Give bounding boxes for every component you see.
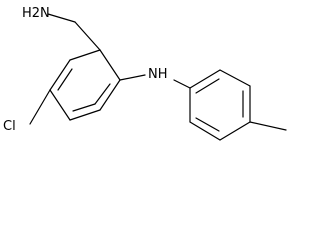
bond-ring1-double-2 — [57, 68, 73, 91]
bond-ring1-c6-c1 — [99, 49, 121, 81]
bond-ch2-nh2 — [47, 13, 76, 23]
bond-ring2-double-3 — [195, 117, 220, 132]
bond-ring2-c2-c3 — [219, 69, 251, 87]
bridge-amine-label: NH — [148, 67, 168, 82]
bond-ring2-methyl — [249, 121, 287, 131]
bond-ring1-c1-c2 — [99, 79, 121, 111]
bond-ring1-nh — [119, 74, 146, 81]
bond-ring2-c5-c6 — [189, 121, 221, 141]
bond-ring2-double-1 — [195, 78, 220, 94]
bond-ring1-c2-c3 — [69, 109, 101, 121]
bond-ring1-c5-c6 — [69, 49, 101, 61]
bond-ring-ch2 — [74, 21, 101, 51]
bond-ring2-c4-c5 — [219, 121, 251, 141]
bond-ring1-double-1 — [94, 83, 111, 105]
amine-label: H2N — [22, 6, 50, 21]
structure-diagram: H2N Cl NH — [3, 6, 287, 141]
bond-ring-cl — [29, 89, 51, 125]
bond-ring1-double-3 — [72, 103, 96, 112]
bond-ring1-c3-c4 — [49, 89, 71, 121]
bond-nh-ring2 — [173, 79, 191, 89]
bond-ring2-c1-c2 — [189, 69, 221, 89]
tolyl-ring — [189, 69, 251, 141]
chlorophenyl-ring — [49, 49, 121, 121]
chloro-label: Cl — [3, 119, 16, 134]
bond-ring1-c4-c5 — [49, 59, 71, 91]
